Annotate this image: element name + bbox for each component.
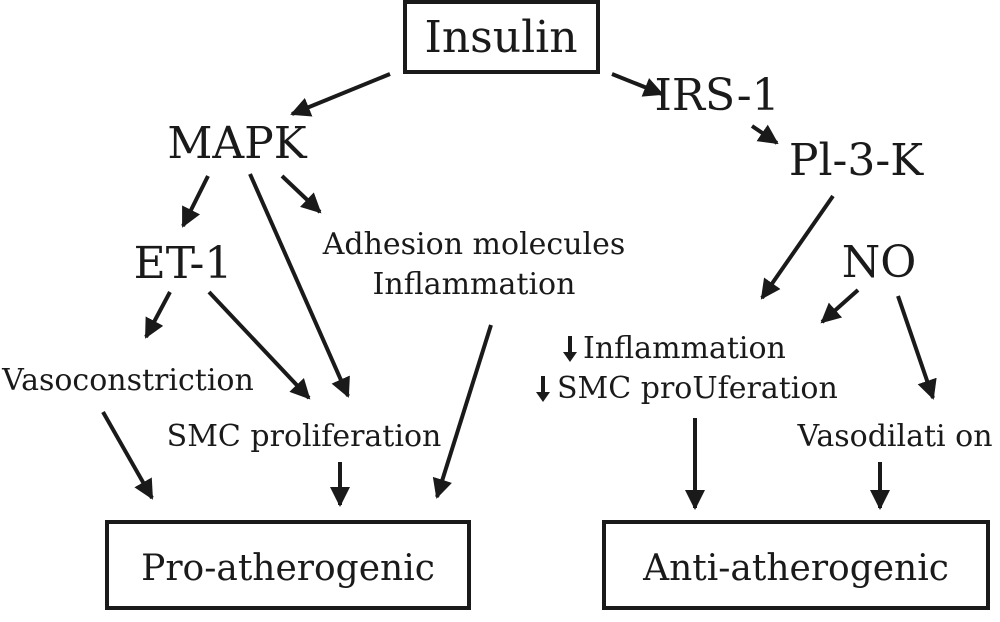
node-decreased-smc-proliferation: SMC proUferation xyxy=(557,371,838,406)
edge-et1-to-vasoconstriction xyxy=(144,291,172,339)
anti-atherogenic-box xyxy=(602,520,990,610)
edge-inflammation-to-pro xyxy=(432,324,493,499)
edge-insulin-to-irs1 xyxy=(611,72,664,97)
node-vasoconstriction: Vasoconstriction xyxy=(1,363,254,398)
node-irs1: IRS-1 xyxy=(654,70,779,121)
node-no: NO xyxy=(842,237,917,288)
decrease-arrow-icon xyxy=(536,376,550,402)
edge-mapk-to-et1 xyxy=(181,175,210,228)
edge-pi3k-to-effects xyxy=(760,194,835,300)
node-pi3k: Pl-3-K xyxy=(789,135,924,186)
edge-irs1-to-pi3k xyxy=(750,124,779,145)
node-decreased-inflammation: Inflammation xyxy=(583,331,786,366)
edge-vasoconstriction-to-pro xyxy=(101,411,154,500)
edge-mapk-to-adhesion xyxy=(280,174,322,214)
node-et1: ET-1 xyxy=(134,238,233,289)
decrease-arrow-icon xyxy=(563,336,577,362)
pro-atherogenic-box xyxy=(105,520,471,610)
edge-no-to-effects xyxy=(820,288,860,324)
edge-mapk-to-smc xyxy=(248,173,350,398)
edge-no-to-vasodilation xyxy=(896,295,937,400)
node-anti-atherogenic: Anti-atherogenic xyxy=(642,548,949,589)
node-smc-proliferation: SMC proliferation xyxy=(167,419,442,454)
node-inflammation: Inflammation xyxy=(373,267,576,302)
node-insulin: Insulin xyxy=(424,12,577,63)
node-mapk: MAPK xyxy=(167,118,307,169)
edge-insulin-to-mapk xyxy=(290,72,391,117)
node-adhesion-molecules: Adhesion molecules xyxy=(322,227,626,262)
node-pro-atherogenic: Pro-atherogenic xyxy=(141,548,435,589)
edge-et1-to-smc xyxy=(207,290,311,400)
insulin-box xyxy=(403,0,600,74)
node-vasodilation: Vasodilati on xyxy=(796,419,992,454)
